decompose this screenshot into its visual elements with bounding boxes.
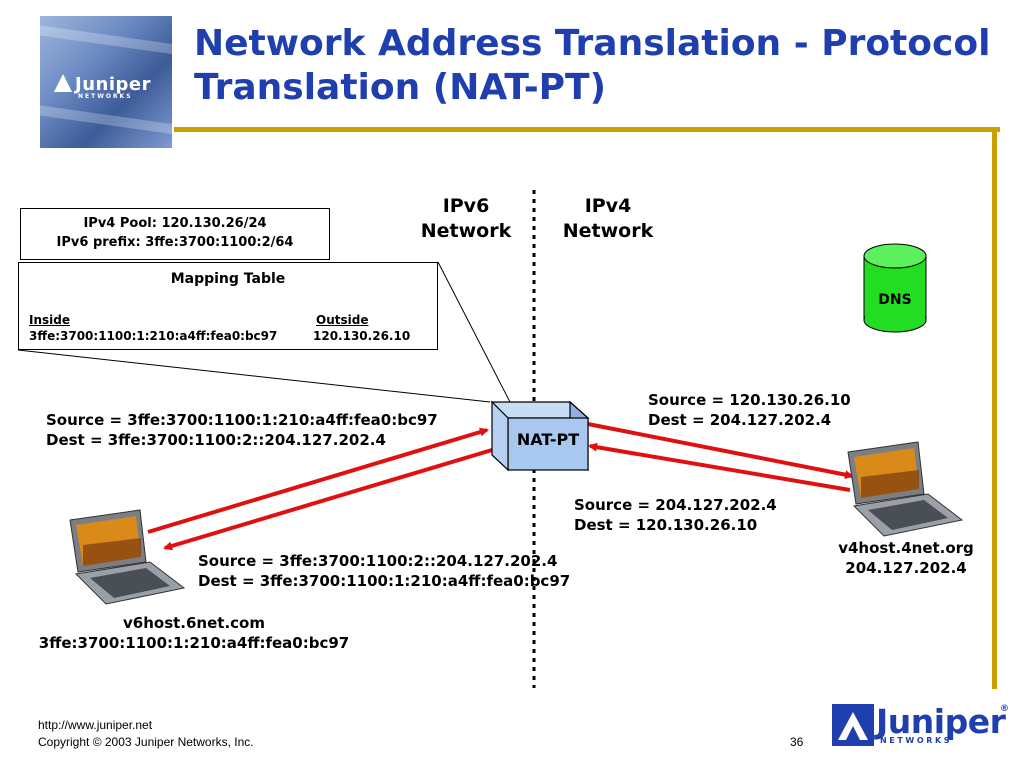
v6-laptop-icon bbox=[69, 509, 186, 605]
page-number: 36 bbox=[790, 735, 804, 749]
slide-title: Network Address Translation - Protocol T… bbox=[194, 23, 991, 108]
mapping-table-title: Mapping Table bbox=[170, 271, 286, 287]
footer-info: http://www.juniper.net Copyright © 2003 … bbox=[38, 717, 254, 751]
outside-address: 120.130.26.10 bbox=[313, 329, 411, 343]
juniper-logo-reg: ® bbox=[1000, 704, 1009, 714]
mapping-table: Mapping Table Inside Outside 3ffe:3700:1… bbox=[18, 262, 438, 350]
nat-pt-router bbox=[490, 400, 590, 472]
ipv6-prefix-line: IPv6 prefix: 3ffe:3700:1100:2/64 bbox=[56, 235, 294, 250]
juniper-logo-word: Juniper bbox=[876, 702, 1006, 741]
callout-line-top bbox=[437, 261, 511, 403]
dns-label: DNS bbox=[878, 292, 912, 308]
juniper-photo-logo: Juniper NETWORKS bbox=[54, 74, 172, 104]
ipv4-pool-line: IPv4 Pool: 120.130.26/24 bbox=[83, 216, 267, 231]
arrow-v4-to-natpt bbox=[588, 442, 851, 492]
juniper-logo: Juniper ® NETWORKS bbox=[832, 702, 1012, 748]
callout-line-bottom bbox=[17, 349, 491, 403]
dns-server bbox=[863, 243, 927, 333]
inside-header: Inside bbox=[29, 313, 70, 327]
juniper-logo-networks: NETWORKS bbox=[880, 736, 953, 745]
v4-laptop-icon bbox=[847, 441, 964, 537]
flow-v6-back-label: Source = 3ffe:3700:1100:2::204.127.202.4… bbox=[198, 552, 571, 590]
title-rule bbox=[174, 127, 1000, 132]
flow-v6-out-label: Source = 3ffe:3700:1100:1:210:a4ff:fea0:… bbox=[46, 411, 438, 449]
juniper-header-photo: Juniper NETWORKS bbox=[40, 16, 172, 148]
arrow-natpt-to-v6 bbox=[163, 448, 493, 551]
arrow-natpt-to-v4 bbox=[587, 422, 854, 480]
arrow-v6-to-natpt bbox=[147, 427, 489, 534]
address-pool-box: IPv4 Pool: 120.130.26/24 IPv6 prefix: 3f… bbox=[20, 208, 330, 260]
juniper-mark-icon bbox=[832, 704, 874, 746]
nat-pt-label: NAT-PT bbox=[516, 430, 580, 449]
footer-url: http://www.juniper.net bbox=[38, 718, 153, 732]
footer-copyright: Copyright © 2003 Juniper Networks, Inc. bbox=[38, 735, 254, 749]
outside-header: Outside bbox=[316, 313, 369, 327]
inside-address: 3ffe:3700:1100:1:210:a4ff:fea0:bc97 bbox=[29, 329, 278, 343]
right-rule bbox=[992, 127, 997, 689]
